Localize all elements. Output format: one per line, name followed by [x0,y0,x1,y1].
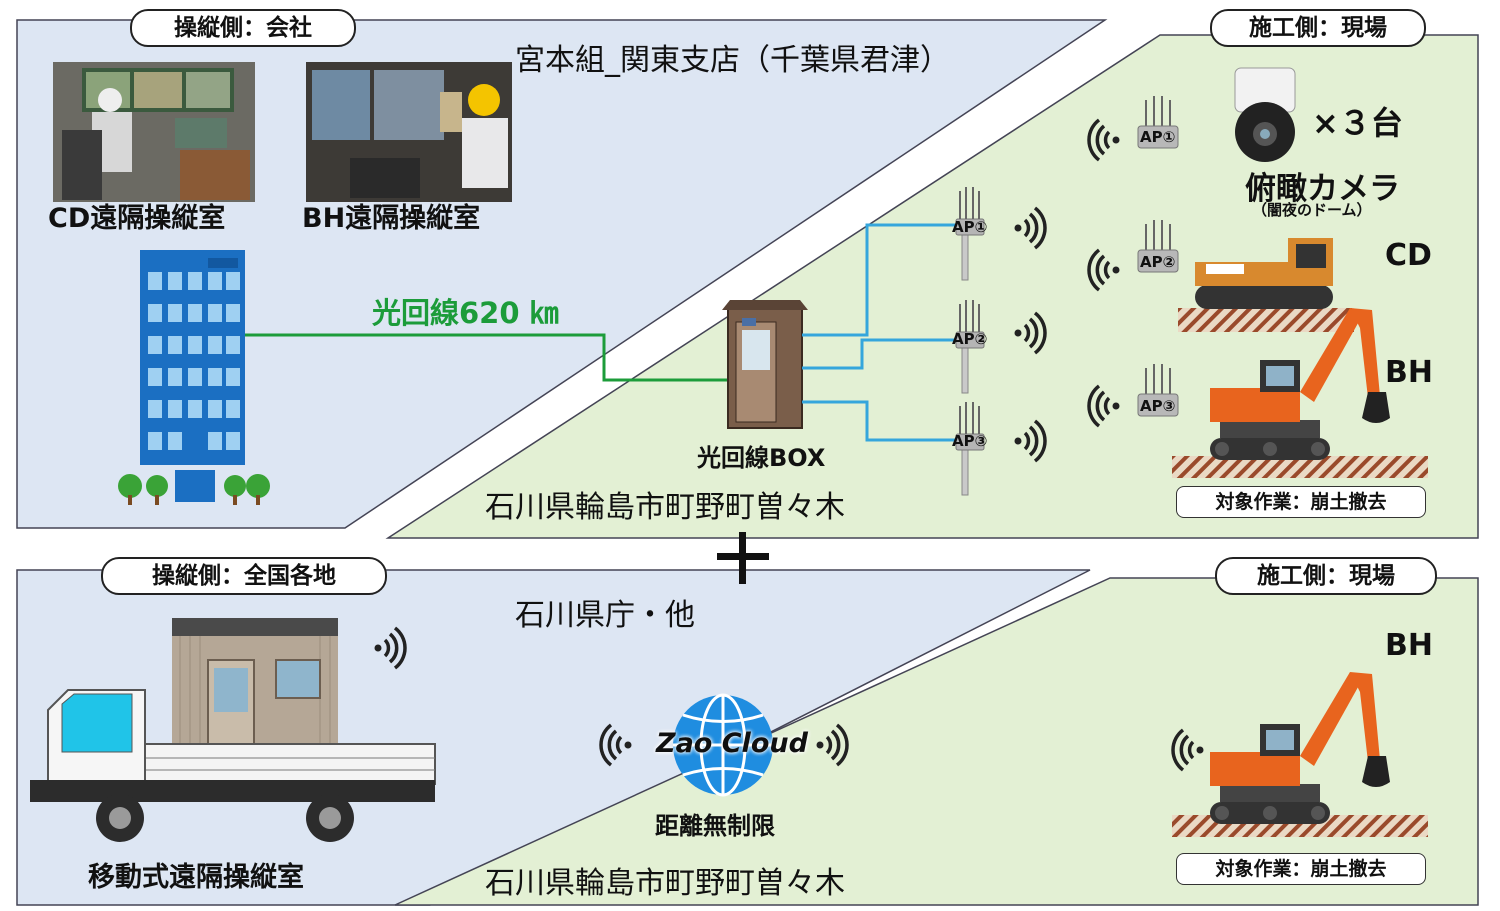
task-label-top: 対象作業：崩土撤去 [1176,486,1426,518]
ap-label: AP② [952,330,988,348]
cloud-sub: 距離無制限 [655,812,775,840]
operator-location-top: 宮本組_関東支店（千葉県君津） [515,43,950,78]
truck-icon [30,618,436,842]
cd-room-photo [53,62,255,202]
operator-location-bottom: 石川県庁・他 [515,598,695,633]
operator-tag-top: 操縦側：会社 [130,9,356,47]
ground-hatch [1172,456,1428,478]
operator-tag-bottom: 操縦側：全国各地 [101,557,387,595]
camera-count: ×３台 [1312,104,1403,142]
site-location-top: 石川県輪島市町野町曽々木 [485,490,845,525]
mobile-room-label: 移動式遠隔操縦室 [88,862,304,893]
lan-line-3 [802,400,955,442]
fiber-box-label: 光回線BOX [697,444,826,472]
fiber-line-label: 光回線620 ㎞ [372,296,559,330]
lan-line-2 [802,338,955,370]
ap-label: AP① [952,218,988,236]
ap-label: AP① [1140,128,1176,146]
ap-label: AP③ [952,432,988,450]
globe-icon [673,693,773,797]
ap-label: AP③ [1140,397,1176,415]
bh-room-photo [306,62,512,202]
machine-bh-label: BH [1385,355,1433,390]
task-label-bottom: 対象作業：崩土撤去 [1176,853,1426,885]
dome-camera-icon [1234,67,1296,162]
machine-cd-label: CD [1385,238,1432,273]
fiber-line [245,333,728,382]
cd-room-label: CD遠隔操縦室 [48,203,226,234]
site-location-bottom: 石川県輪島市町野町曽々木 [485,866,845,901]
machine-bh-label-bottom: BH [1385,628,1433,663]
ap-label: AP② [1140,253,1176,271]
site-tag-top: 施工側：現場 [1210,9,1426,47]
site-tag-bottom: 施工側：現場 [1215,557,1437,595]
camera-name: 俯瞰カメラ [1245,171,1400,207]
cloud-name: Zao Cloud [656,728,808,759]
bh-room-label: BH遠隔操縦室 [302,203,481,234]
lan-line-1 [802,223,955,337]
camera-sub: （闇夜のドーム） [1252,201,1372,219]
fiber-box-icon [722,300,808,429]
office-building-icon [118,250,270,505]
carrier-dump-icon [1178,238,1354,332]
